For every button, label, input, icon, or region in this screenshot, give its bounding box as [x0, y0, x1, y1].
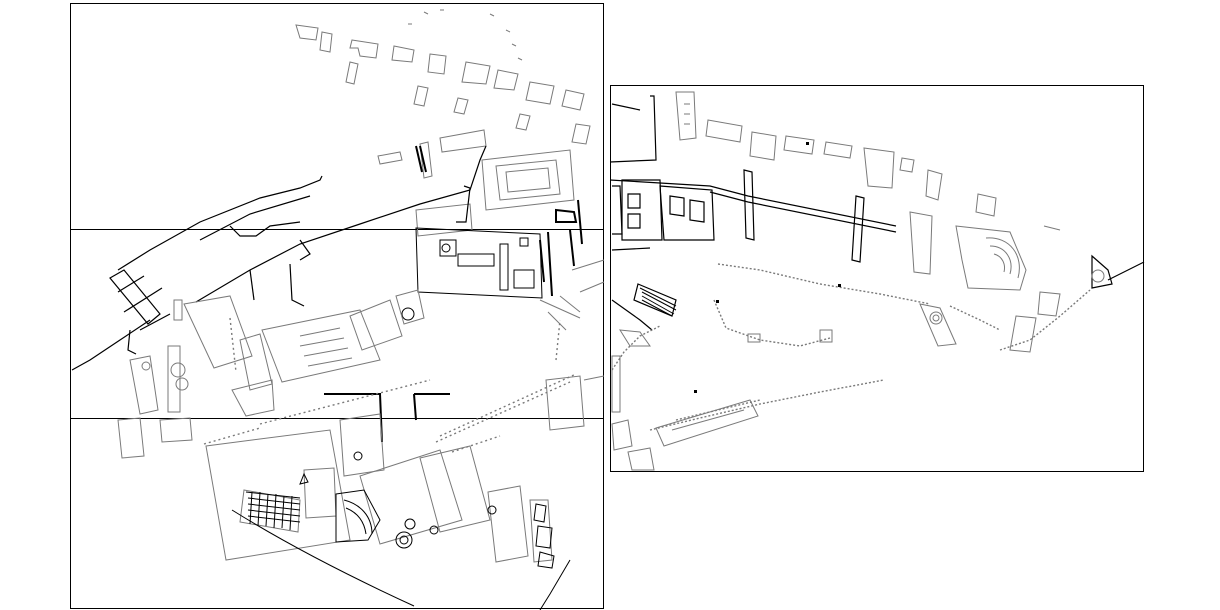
- east-amphitheatre: [929, 237, 1105, 325]
- east-main-walls: [609, 95, 1145, 331]
- east-coastline: [611, 263, 1091, 431]
- east-sheet: [609, 85, 1145, 472]
- east-sheet-frame: [610, 85, 1144, 472]
- south-features: [245, 451, 555, 569]
- main-complex: [377, 129, 575, 237]
- central-buildings: [401, 227, 543, 321]
- east-south-buildings: [611, 291, 1061, 471]
- west-breakwater: [539, 259, 605, 331]
- east-north-buildings: [675, 91, 1061, 291]
- main-walls: [71, 145, 487, 371]
- north-building-arc: [295, 9, 591, 145]
- west-coastline: [231, 509, 571, 610]
- west-sheet: [70, 3, 605, 610]
- east-marks: [694, 142, 841, 393]
- east-hatched-block: [639, 287, 677, 317]
- mid-ruins: [117, 289, 425, 459]
- colonnades: [203, 317, 577, 453]
- west-sheet-frame: [70, 3, 604, 609]
- south-ruins: [205, 375, 605, 563]
